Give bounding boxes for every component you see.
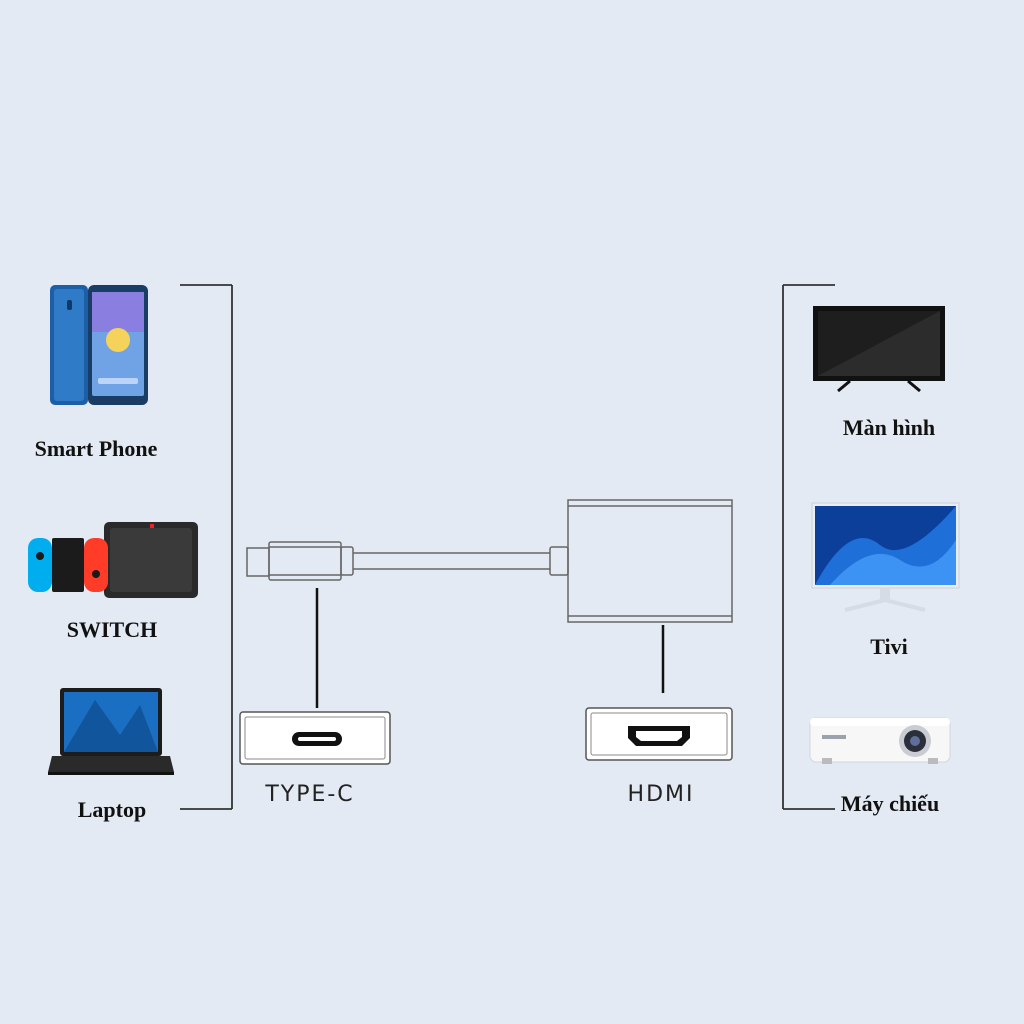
output-bracket — [782, 284, 835, 810]
device-label-laptop: Laptop — [77, 797, 147, 822]
game-console-icon — [28, 522, 198, 598]
port-leaders — [315, 588, 665, 708]
device-label-switch: SWITCH — [66, 617, 158, 642]
smartphone-icon — [50, 285, 148, 405]
projector-icon — [809, 717, 951, 764]
device-label-monitor: Màn hình — [842, 415, 936, 440]
adapter-cable — [246, 499, 733, 623]
port-label-type-c: TYPE-C — [265, 782, 355, 807]
source-bracket — [180, 284, 233, 810]
port-label-hdmi: HDMI — [627, 782, 695, 807]
monitor-icon — [813, 306, 945, 393]
type-c-port — [239, 711, 391, 765]
device-label-projector: Máy chiếu — [840, 791, 940, 816]
hdmi-port — [585, 707, 733, 761]
tv-icon — [811, 502, 960, 612]
device-label-smart-phone: Smart Phone — [34, 436, 158, 461]
laptop-icon — [48, 688, 174, 775]
device-label-tv: Tivi — [870, 634, 908, 659]
